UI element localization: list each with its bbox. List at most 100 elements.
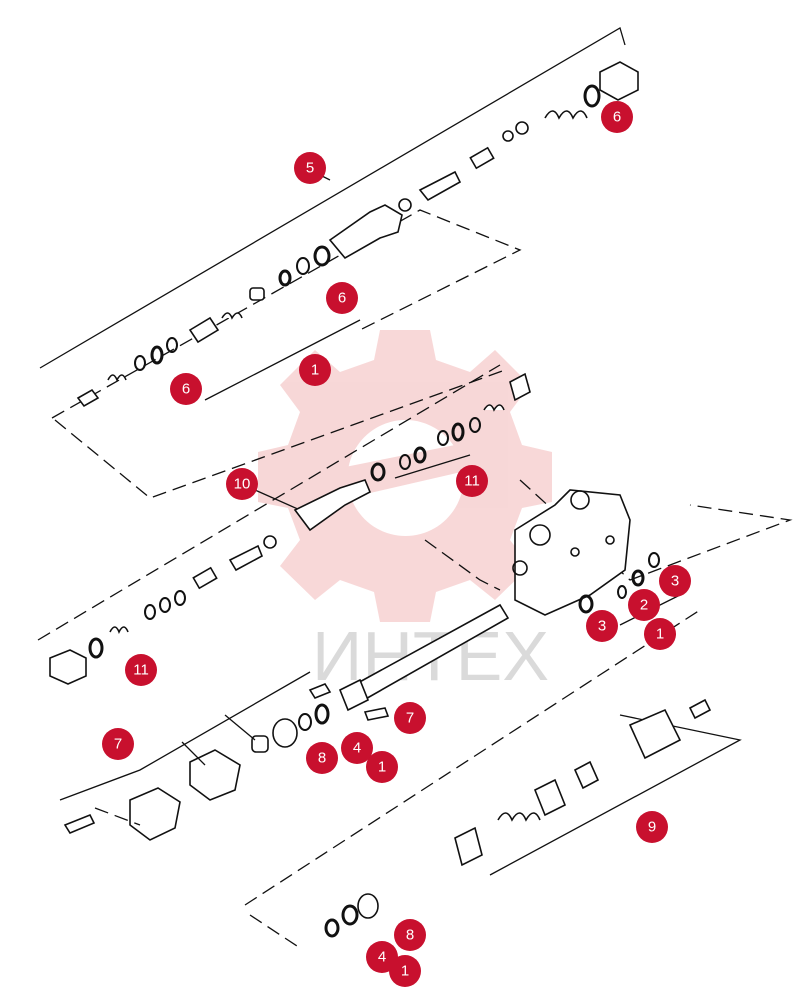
callout-10: 10 bbox=[226, 468, 258, 500]
o-ring bbox=[313, 245, 331, 267]
port bbox=[570, 547, 580, 557]
leader-line bbox=[204, 319, 361, 401]
callout-6: 6 bbox=[170, 373, 202, 405]
callout-1: 1 bbox=[366, 751, 398, 783]
callout-1: 1 bbox=[644, 618, 676, 650]
svg-text:4: 4 bbox=[378, 949, 386, 966]
dash-line bbox=[249, 914, 301, 949]
callout-6: 6 bbox=[326, 282, 358, 314]
leader-line bbox=[489, 714, 742, 876]
callout-11: 11 bbox=[125, 654, 157, 686]
spring bbox=[109, 626, 129, 634]
svg-text:1: 1 bbox=[378, 759, 386, 776]
valve-cap bbox=[628, 708, 682, 760]
o-ring bbox=[648, 552, 660, 568]
cap-screw bbox=[688, 698, 712, 720]
valve-spool bbox=[188, 316, 220, 344]
svg-text:8: 8 bbox=[318, 750, 326, 767]
bushing bbox=[251, 735, 269, 753]
svg-text:8: 8 bbox=[406, 927, 414, 944]
o-ring bbox=[134, 355, 146, 371]
valve-spool bbox=[228, 544, 264, 572]
svg-text:6: 6 bbox=[182, 381, 190, 398]
svg-text:3: 3 bbox=[598, 618, 606, 635]
svg-text:7: 7 bbox=[114, 736, 122, 753]
port bbox=[529, 524, 551, 546]
spring bbox=[497, 812, 541, 822]
plug bbox=[76, 388, 100, 408]
callout-11: 11 bbox=[456, 465, 488, 497]
spring bbox=[221, 312, 243, 320]
callout-8: 8 bbox=[306, 742, 338, 774]
poppet bbox=[418, 170, 462, 202]
svg-text:5: 5 bbox=[306, 160, 314, 177]
o-ring bbox=[578, 594, 594, 614]
callout-2: 2 bbox=[628, 589, 660, 621]
sleeve bbox=[469, 146, 495, 170]
svg-text:6: 6 bbox=[338, 290, 346, 307]
leader-line bbox=[394, 454, 471, 479]
o-ring bbox=[341, 904, 359, 926]
leader-line bbox=[181, 741, 206, 766]
o-ring bbox=[166, 337, 178, 353]
pin bbox=[363, 707, 390, 721]
callout-7: 7 bbox=[394, 702, 426, 734]
o-ring bbox=[88, 637, 104, 659]
callout-8: 8 bbox=[394, 919, 426, 951]
leader-line bbox=[39, 27, 626, 369]
sleeve bbox=[192, 566, 218, 590]
o-ring bbox=[296, 257, 310, 275]
o-ring bbox=[451, 422, 465, 442]
washer bbox=[263, 535, 277, 549]
svg-text:1: 1 bbox=[401, 963, 409, 980]
o-ring bbox=[174, 590, 186, 606]
o-ring bbox=[370, 462, 386, 482]
valve-body bbox=[424, 479, 793, 626]
o-ring bbox=[399, 454, 411, 470]
washer bbox=[515, 121, 529, 135]
o-ring bbox=[150, 345, 164, 365]
o-ring bbox=[437, 430, 449, 446]
upper-assembly-group bbox=[39, 27, 639, 419]
o-ring bbox=[159, 597, 171, 613]
callout-5: 5 bbox=[294, 152, 326, 184]
port bbox=[605, 535, 615, 545]
seat bbox=[454, 826, 483, 867]
o-ring bbox=[469, 417, 481, 433]
spring-guide bbox=[573, 760, 600, 790]
washer bbox=[398, 198, 412, 212]
callout-6: 6 bbox=[601, 101, 633, 133]
o-ring bbox=[144, 604, 156, 620]
dash-line bbox=[424, 539, 501, 591]
o-ring bbox=[583, 84, 601, 108]
callout-4: 4 bbox=[366, 941, 398, 973]
washer bbox=[502, 130, 514, 142]
o-ring bbox=[298, 713, 312, 731]
nut bbox=[249, 287, 265, 301]
spring bbox=[107, 374, 127, 382]
relief-valve-assembly bbox=[244, 609, 742, 949]
callout-3: 3 bbox=[586, 610, 618, 642]
washer bbox=[357, 893, 379, 919]
svg-text:1: 1 bbox=[656, 626, 664, 643]
flange-plate bbox=[129, 787, 181, 841]
svg-text:3: 3 bbox=[671, 573, 679, 590]
svg-text:4: 4 bbox=[353, 740, 361, 757]
hex-plug bbox=[599, 61, 639, 101]
spool-end bbox=[338, 678, 370, 712]
callout-1: 1 bbox=[389, 955, 421, 987]
svg-text:11: 11 bbox=[464, 473, 480, 490]
hex-plug bbox=[49, 649, 87, 685]
o-ring bbox=[314, 703, 330, 725]
o-ring bbox=[631, 569, 645, 587]
callout-7: 7 bbox=[102, 728, 134, 760]
clevis-pin bbox=[308, 683, 332, 699]
dash-line bbox=[94, 807, 141, 826]
svg-text:10: 10 bbox=[234, 476, 251, 493]
poppet bbox=[533, 778, 567, 817]
port bbox=[512, 560, 528, 576]
svg-text:9: 9 bbox=[648, 819, 656, 836]
svg-text:11: 11 bbox=[133, 662, 149, 679]
cartridge-body bbox=[328, 204, 403, 260]
